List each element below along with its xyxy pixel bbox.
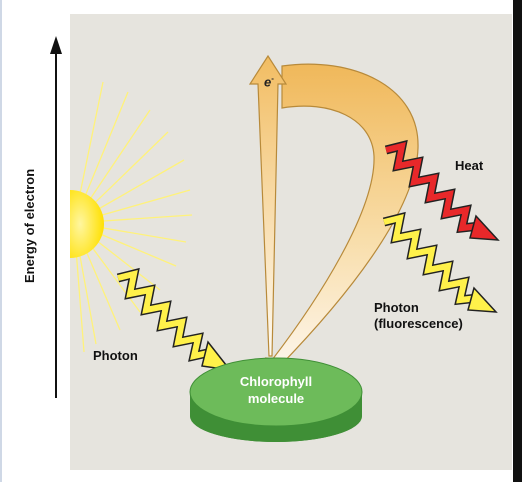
electron-symbol: e bbox=[264, 74, 272, 90]
photon-out-label-line1: Photon bbox=[374, 300, 419, 315]
photon-in-wavy-arrow-icon bbox=[116, 267, 232, 372]
fluorescence-wavy-arrow-icon bbox=[382, 211, 498, 313]
left-edge-bar bbox=[0, 0, 2, 482]
sun-icon bbox=[70, 190, 104, 258]
photon-out-label-line2: (fluorescence) bbox=[374, 316, 463, 331]
molecule-label-line2: molecule bbox=[247, 391, 305, 406]
electron-label: e- bbox=[264, 74, 274, 89]
up-arrow-icon bbox=[50, 36, 62, 398]
heat-label: Heat bbox=[455, 158, 484, 173]
molecule-label-line1: Chlorophyll bbox=[239, 374, 313, 389]
right-edge-bar bbox=[513, 0, 522, 482]
electron-charge: - bbox=[271, 74, 274, 83]
chlorophyll-molecule-disk bbox=[189, 357, 363, 442]
electron-excitation-arrow bbox=[248, 54, 288, 357]
photon-in-label: Photon bbox=[93, 348, 138, 363]
axis-label: Energy of electron bbox=[22, 168, 37, 283]
heat-wavy-arrow-icon bbox=[384, 139, 500, 241]
